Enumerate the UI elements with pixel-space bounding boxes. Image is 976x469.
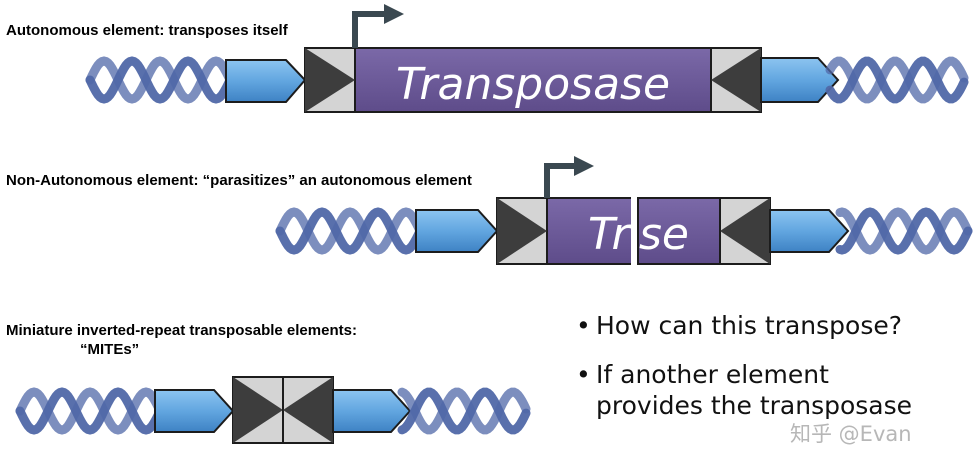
dna-strand xyxy=(275,207,425,255)
left-terminal-repeat xyxy=(304,47,356,113)
mite-acronym-label: “MITEs” xyxy=(80,341,140,358)
right-terminal-repeat xyxy=(710,47,762,113)
left-dna-helix xyxy=(15,387,165,435)
right-flanking-arrow xyxy=(769,209,850,253)
watermark: 知乎 @Evan xyxy=(790,422,912,446)
bullet-line: If another element xyxy=(596,360,829,389)
truncated-gene-label-left: Tr xyxy=(588,209,632,260)
bullet-line: How can this transpose? xyxy=(596,311,903,340)
dna-strand xyxy=(15,387,165,435)
bullet-dot-icon: • xyxy=(576,360,591,389)
right-flanking-arrow xyxy=(332,389,412,433)
left-flanking-arrow xyxy=(415,209,499,253)
right-terminal-repeat xyxy=(719,197,771,265)
deletion-gap xyxy=(631,170,637,270)
transposase-gene-fragment-right xyxy=(637,197,721,265)
dna-strand xyxy=(15,387,165,435)
dna-strand xyxy=(835,207,973,255)
non-autonomous-element-diagram: Tr se xyxy=(275,156,973,270)
left-flanking-arrow xyxy=(154,389,235,433)
mite-element-label: Miniature inverted-repeat transposable e… xyxy=(6,322,357,339)
bullet-item: • If another element provides the transp… xyxy=(576,359,912,421)
right-dna-helix xyxy=(825,56,969,104)
left-dna-helix xyxy=(85,56,235,104)
non-autonomous-element-label: Non-Autonomous element: “parasitizes” an… xyxy=(6,172,472,189)
transposase-gene xyxy=(354,47,712,113)
right-terminal-repeat xyxy=(282,376,334,444)
dna-strand xyxy=(397,387,531,435)
autonomous-element-diagram: Transposase xyxy=(85,4,969,113)
bullet-line: provides the transposase xyxy=(596,391,913,420)
left-flanking-arrow xyxy=(225,59,307,103)
question-bullet-list: • How can this transpose? • If another e… xyxy=(576,310,912,439)
left-terminal-repeat xyxy=(496,197,548,265)
promoter-arrow xyxy=(352,11,388,48)
bullet-dot-icon: • xyxy=(576,311,591,340)
dna-strand xyxy=(397,387,531,435)
transposase-gene-fragment-left xyxy=(546,197,634,265)
dna-strand xyxy=(85,56,235,104)
left-dna-helix xyxy=(275,207,425,255)
promoter-arrow xyxy=(544,163,578,198)
transposase-label: Transposase xyxy=(396,59,670,110)
autonomous-element-label: Autonomous element: transposes itself xyxy=(6,22,288,39)
left-terminal-repeat xyxy=(232,376,284,444)
promoter-arrowhead xyxy=(384,4,404,24)
right-dna-helix xyxy=(835,207,973,255)
right-flanking-arrow xyxy=(760,57,840,103)
dna-strand xyxy=(825,56,969,104)
bullet-item: • How can this transpose? xyxy=(576,310,912,341)
right-dna-helix xyxy=(397,387,531,435)
mite-element-diagram xyxy=(15,376,531,444)
promoter-arrowhead xyxy=(574,156,594,176)
dna-strand xyxy=(835,207,973,255)
dna-strand xyxy=(275,207,425,255)
dna-strand xyxy=(85,56,235,104)
truncated-gene-label-right: se xyxy=(639,209,689,260)
